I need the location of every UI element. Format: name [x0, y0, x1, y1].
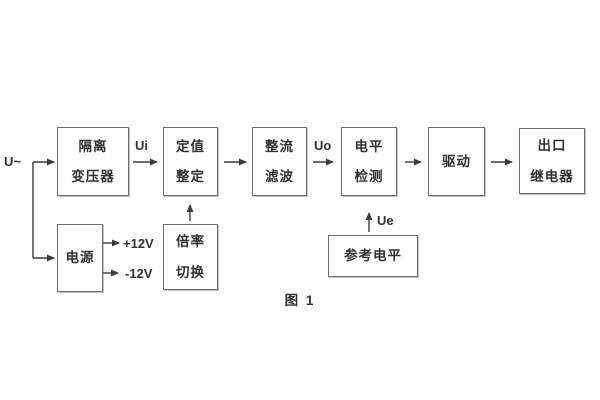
block-label: 整定: [176, 169, 205, 184]
block-label: 参考电平: [344, 248, 402, 264]
block-rectify-filter: 整流 滤波: [252, 127, 307, 196]
block-level-detect: 电平 检测: [341, 127, 397, 196]
block-isolation-transformer: 隔离 变压器: [57, 127, 129, 196]
block-label: 继电器: [530, 168, 574, 184]
block-value-setting: 定值 整定: [163, 127, 218, 196]
label-plus-12v: +12V: [123, 236, 154, 251]
block-output-relay: 出口 继电器: [519, 128, 585, 194]
block-label: 倍率: [176, 234, 205, 249]
block-label: 隔离: [78, 138, 108, 154]
block-label: 驱动: [442, 153, 471, 169]
block-label: 电平: [354, 138, 384, 154]
block-label: 定值: [176, 138, 205, 154]
block-label: 整流: [265, 138, 294, 154]
block-label: 电源: [65, 250, 95, 266]
block-label: 检测: [354, 169, 384, 184]
block-ratio-switch: 倍率 切换: [163, 224, 218, 290]
label-uo: Uo: [314, 138, 332, 153]
label-minus-12v: -12V: [125, 266, 153, 281]
figure-caption: 图 1: [284, 293, 316, 308]
label-ui: Ui: [135, 138, 148, 153]
block-driver: 驱动: [428, 127, 485, 196]
block-label: 出口: [537, 138, 567, 153]
label-ue: Ue: [377, 213, 394, 228]
block-reference-level: 参考电平: [328, 235, 418, 277]
block-label: 滤波: [265, 169, 294, 184]
block-power-supply: 电源: [57, 224, 103, 292]
block-label: 切换: [176, 264, 205, 280]
block-label: 变压器: [71, 169, 115, 184]
label-input-voltage: U~: [4, 154, 21, 169]
